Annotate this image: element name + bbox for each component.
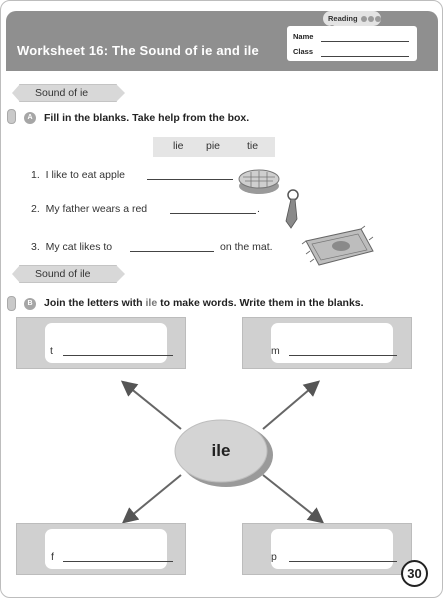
card-letter: p xyxy=(271,551,277,563)
question-3: 3. My cat likes to xyxy=(31,241,112,253)
word-box-item: lie xyxy=(173,140,184,152)
section-b-instruction: Join the letters with ile to make words.… xyxy=(44,297,364,309)
page-number: 30 xyxy=(401,560,428,587)
question-text: My father wears a red xyxy=(45,203,148,215)
question-number: 1. xyxy=(31,169,40,181)
arrow-to-t xyxy=(120,380,182,430)
card-answer-line-f[interactable] xyxy=(63,561,173,562)
pie-icon xyxy=(238,169,280,194)
class-field[interactable] xyxy=(321,56,409,57)
reading-dot-icon xyxy=(374,16,381,23)
question-text: My cat likes to xyxy=(45,241,113,253)
student-info-box: Name Class xyxy=(287,26,417,61)
card-letter: f xyxy=(51,551,54,563)
section-tag-ile: Sound of ile xyxy=(12,265,125,283)
word-box-item: pie xyxy=(206,140,221,152)
tie-icon xyxy=(285,189,299,229)
letter-card-f xyxy=(16,523,186,575)
word-box: lie pie tie xyxy=(153,137,275,157)
reading-dot-icon xyxy=(367,16,374,23)
class-label: Class xyxy=(293,47,314,56)
question-2: 2. My father wears a red xyxy=(31,203,147,215)
name-label: Name xyxy=(293,32,314,41)
card-inner xyxy=(45,529,167,569)
section-a-instruction: Fill in the blanks. Take help from the b… xyxy=(44,112,250,124)
arrow-to-m xyxy=(262,380,321,430)
pin-icon xyxy=(7,296,16,311)
section-tag-ie: Sound of ie xyxy=(12,84,125,102)
card-inner xyxy=(45,323,167,363)
reading-label: Reading xyxy=(328,14,358,23)
reading-dot-icon xyxy=(360,16,367,23)
arrow-to-f xyxy=(121,474,182,524)
question-number: 3. xyxy=(31,241,40,253)
question-text: I like to eat apple xyxy=(45,169,125,181)
card-letter: t xyxy=(50,345,53,357)
question-1: 1. I like to eat apple xyxy=(31,169,125,181)
center-word: ile xyxy=(211,441,231,460)
name-field[interactable] xyxy=(321,41,409,42)
instruction-text: Join the letters with xyxy=(44,297,146,309)
card-answer-line-m[interactable] xyxy=(289,355,397,356)
answer-blank-3[interactable] xyxy=(130,251,214,252)
question-2-end: . xyxy=(257,203,260,215)
worksheet-title: Worksheet 16: The Sound of ie and ile xyxy=(17,43,259,58)
letter-card-t xyxy=(16,317,186,369)
letter-card-m xyxy=(242,317,412,369)
answer-blank-2[interactable] xyxy=(170,213,256,214)
section-a-badge: A xyxy=(24,112,36,124)
mat-icon xyxy=(301,225,374,266)
question-number: 2. xyxy=(31,203,40,215)
letter-card-p xyxy=(242,523,412,575)
card-letter: m xyxy=(271,345,280,357)
arrow-to-p xyxy=(262,474,325,524)
answer-blank-1[interactable] xyxy=(147,179,233,180)
card-inner xyxy=(271,323,393,363)
pin-icon xyxy=(7,109,16,124)
word-box-item: tie xyxy=(247,140,259,152)
card-answer-line-p[interactable] xyxy=(289,561,397,562)
instruction-highlight: ile xyxy=(145,297,158,309)
card-answer-line-t[interactable] xyxy=(63,355,173,356)
instruction-text: to make words. Write them in the blanks. xyxy=(157,297,364,309)
card-inner xyxy=(271,529,393,569)
section-b-badge: B xyxy=(24,298,36,310)
question-3-end: on the mat. xyxy=(220,241,273,253)
